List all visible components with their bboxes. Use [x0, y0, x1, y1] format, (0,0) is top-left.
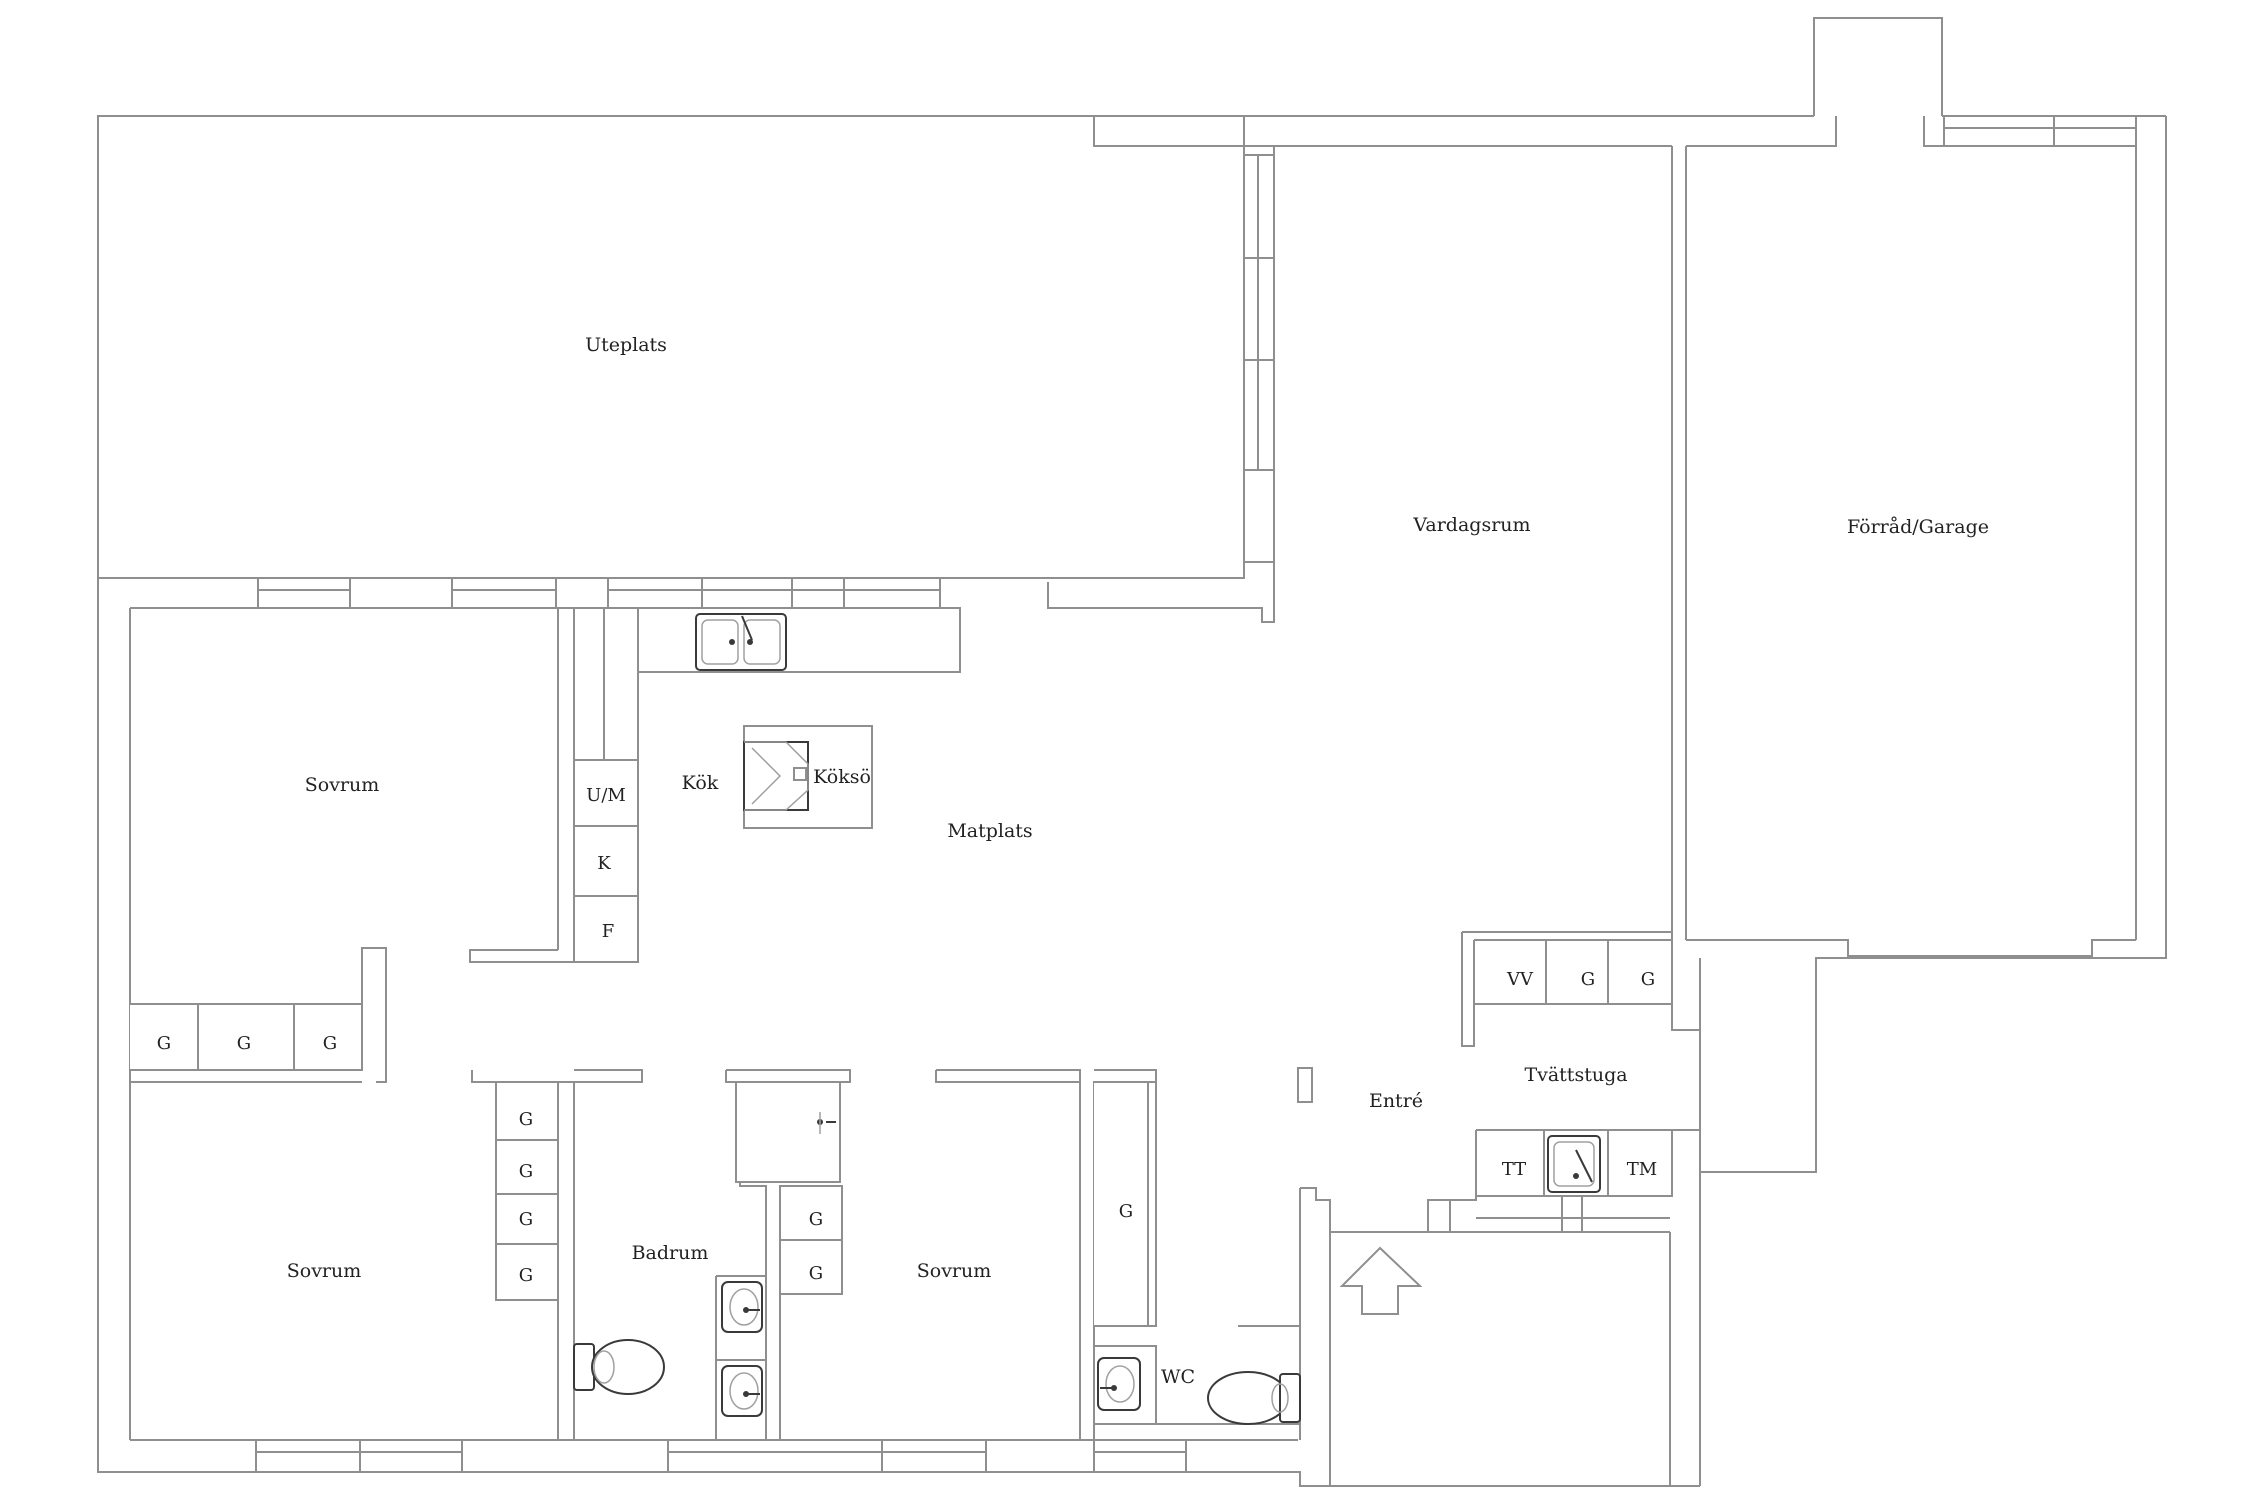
toilet-icon: [573, 1339, 665, 1395]
fixture-label-um: U/M: [586, 785, 626, 806]
fixture-label-g: G: [519, 1209, 533, 1230]
room-label-kokso: Köksö: [813, 766, 871, 788]
fixture-label-g: G: [519, 1265, 533, 1286]
fixture-label-g: G: [1641, 969, 1655, 990]
right-outer-wall: [1699, 116, 2167, 1486]
fixture-label-f: F: [602, 921, 615, 942]
interior-walls: [98, 116, 2137, 1486]
fixture-label-tt: TT: [1502, 1159, 1526, 1180]
sink-icon: [1547, 1135, 1601, 1193]
fixture-label-g: G: [237, 1033, 251, 1054]
toilet-icon: [1207, 1371, 1301, 1425]
fixture-label-g: G: [809, 1209, 823, 1230]
stove-icon: [743, 741, 809, 811]
sink-icon: [695, 613, 787, 671]
room-label-sovrum-bottom-left: Sovrum: [287, 1260, 362, 1282]
room-label-uteplats: Uteplats: [585, 334, 667, 356]
room-labels: Uteplats Vardagsrum Förråd/Garage Sovrum…: [287, 334, 1989, 1388]
fixture-labels: U/M K F G G G G G G G G G G VV G G TT TM: [157, 785, 1657, 1286]
wardrobe-hall: [1094, 1081, 1157, 1327]
washbasin-icon: [721, 1365, 763, 1417]
fixture-label-g: G: [809, 1263, 823, 1284]
room-label-forrad-garage: Förråd/Garage: [1847, 516, 1989, 538]
entrance-arrow-icon: [1339, 1246, 1423, 1315]
room-label-vardagsrum: Vardagsrum: [1412, 514, 1530, 536]
room-label-tvattstuga: Tvättstuga: [1524, 1064, 1627, 1086]
entry-post: [1297, 1067, 1313, 1103]
fixture-label-g: G: [519, 1161, 533, 1182]
fixture-label-tm: TM: [1627, 1159, 1657, 1180]
top-wall-left: [1093, 116, 1274, 147]
fixture-label-g: G: [1119, 1201, 1133, 1222]
shower-icon: [817, 1112, 836, 1134]
bottom-outer-wall: [97, 578, 1700, 1487]
fixture-label-g: G: [519, 1109, 533, 1130]
room-label-badrum: Badrum: [632, 1242, 709, 1264]
room-label-kok: Kök: [682, 772, 719, 794]
room-label-entre: Entré: [1369, 1090, 1423, 1112]
kitchen-counter-top: [638, 607, 961, 673]
chimney: [1813, 17, 1943, 116]
washbasin-icon: [1097, 1357, 1141, 1411]
room-label-sovrum-top-left: Sovrum: [305, 774, 380, 796]
fixture-label-g: G: [1581, 969, 1595, 990]
room-label-wc: WC: [1161, 1366, 1195, 1388]
tall-cabinet: [573, 607, 605, 761]
shower-area: [735, 1081, 841, 1183]
fixture-label-k: K: [597, 853, 611, 874]
fixture-label-g: G: [157, 1033, 171, 1054]
room-label-matplats: Matplats: [947, 820, 1032, 842]
fixture-label-vv: VV: [1506, 969, 1534, 990]
washbasin-icon: [721, 1281, 763, 1333]
fixture-label-g: G: [323, 1033, 337, 1054]
room-label-sovrum-bottom-mid: Sovrum: [917, 1260, 992, 1282]
uteplats-outline: [97, 115, 1245, 579]
